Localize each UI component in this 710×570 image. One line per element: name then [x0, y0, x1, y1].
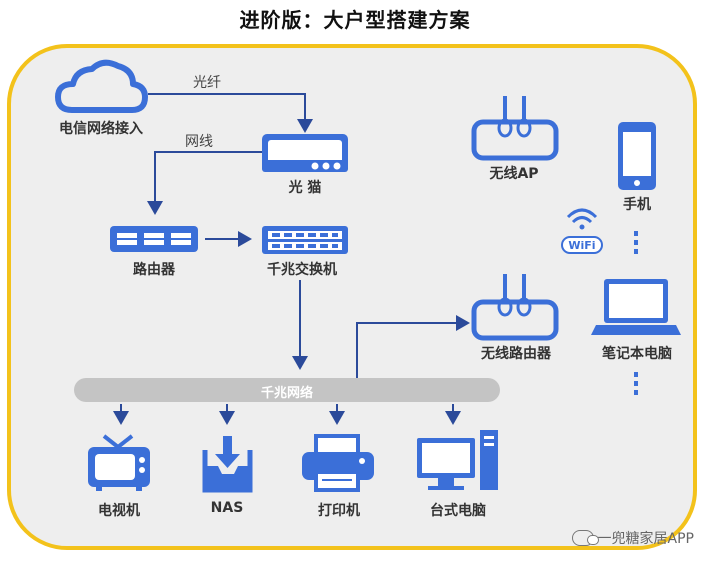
fiber-link — [148, 93, 313, 133]
laptop-icon — [591, 279, 681, 335]
switch-label: 千兆交换机 — [267, 262, 337, 278]
laptop-label: 笔记本电脑 — [602, 346, 672, 362]
router-label: 路由器 — [133, 262, 175, 278]
nas-label: NAS — [210, 500, 244, 516]
router-icon — [110, 226, 198, 252]
ap-label: 无线AP — [489, 166, 539, 182]
desktop-label: 台式电脑 — [430, 503, 486, 519]
nas-icon — [202, 436, 253, 493]
phone-label: 手机 — [623, 197, 651, 213]
modem-label: 光 猫 — [288, 180, 322, 196]
wireless-router-icon — [471, 274, 559, 341]
tv-icon — [88, 434, 150, 491]
bus-wireless-link — [356, 315, 470, 378]
gigabit-bus — [74, 378, 500, 402]
page-title: 进阶版：大户型搭建方案 — [239, 8, 471, 32]
telecom-label: 电信网络接入 — [59, 121, 143, 137]
wireless-ap-icon — [471, 96, 559, 161]
cloud-icon — [55, 59, 148, 113]
tv-label: 电视机 — [98, 503, 140, 519]
wechat-icon — [571, 530, 599, 546]
wireless-router-label: 无线路由器 — [481, 346, 551, 362]
fiber-label: 光纤 — [193, 75, 221, 91]
cable-link — [147, 151, 262, 215]
watermark: 一兜糖家居APP — [571, 528, 694, 548]
switch-icon — [262, 226, 348, 254]
watermark-text: 一兜糖家居APP — [597, 531, 694, 547]
cable-label: 网线 — [185, 134, 213, 150]
more-devices-dots-top — [634, 231, 638, 254]
desktop-icon — [417, 430, 498, 490]
more-devices-dots-bottom — [634, 372, 638, 395]
wifi-badge-label: WiFi — [568, 239, 595, 252]
wifi-icon — [561, 208, 603, 254]
phone-icon — [618, 122, 656, 190]
printer-label: 打印机 — [318, 503, 360, 519]
modem-icon — [262, 134, 348, 172]
printer-icon — [302, 434, 374, 492]
bus-label: 千兆网络 — [260, 386, 313, 401]
